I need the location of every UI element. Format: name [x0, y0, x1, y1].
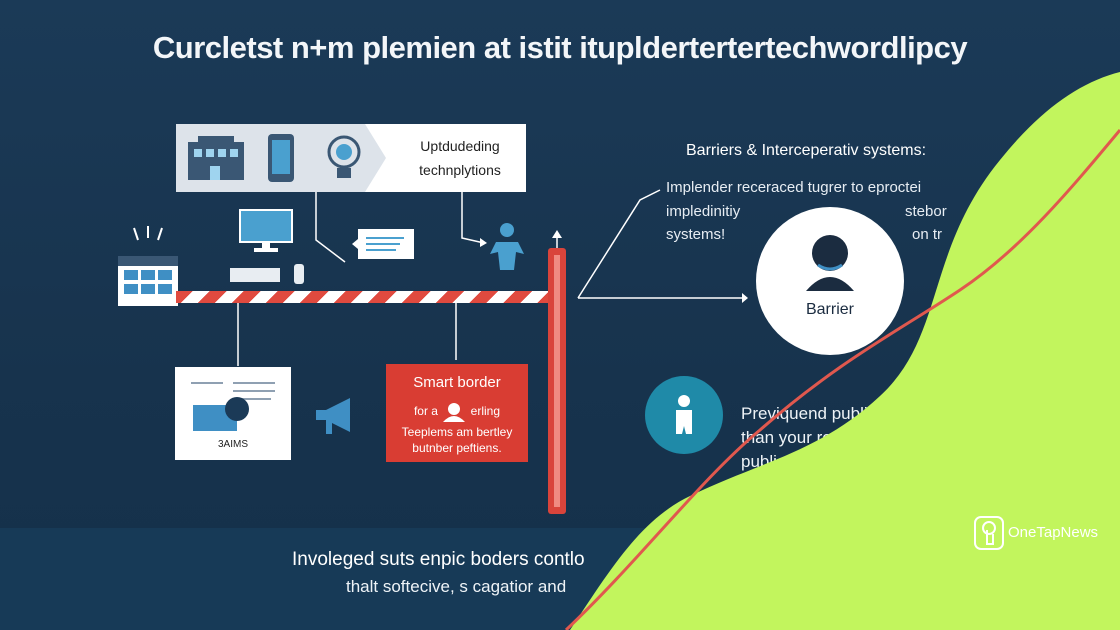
barrier-pole-highlight	[554, 255, 560, 507]
keyboard-icon	[230, 264, 304, 284]
bottom-line-1: Involeged suts enpic boders contlo	[292, 549, 585, 570]
right-line-2: impledinitiy	[666, 203, 741, 220]
card-line-1: Uptdudeding	[420, 138, 500, 154]
smart-border-line-3: butnber peftiens.	[412, 441, 502, 455]
smart-border-line-2: Teeplems am bertley	[401, 425, 513, 439]
barrier-bar	[176, 291, 548, 303]
document-label: 3AIMS	[217, 439, 248, 450]
building-icon	[188, 136, 244, 180]
page-title: Curcletst n+m plemien at istit itupldert…	[152, 30, 968, 65]
person-icon	[490, 223, 524, 270]
user-icon	[443, 403, 466, 422]
document-icon	[191, 382, 275, 431]
brand-logo[interactable]: OneTapNews	[1008, 524, 1099, 541]
phone-icon	[268, 134, 294, 182]
card-line-2: technplytions	[419, 162, 501, 178]
lightbulb-icon	[327, 135, 361, 178]
monitor-icon	[239, 209, 293, 252]
right-title: Barriers & Interceperativ systems:	[686, 142, 927, 159]
person-circle	[645, 376, 723, 454]
smart-border-line-1b: erling	[470, 404, 501, 419]
right-line-1: Implender receraced tugrer to eproctei	[666, 179, 922, 196]
tap-hand-icon	[974, 516, 1004, 550]
smart-border-line-1a: for a	[413, 404, 438, 419]
connector-line	[577, 189, 661, 299]
technology-card: Uptdudeding technplytions	[176, 124, 526, 192]
person-icon	[676, 395, 692, 434]
right-line-4: systems!	[666, 226, 726, 243]
smart-border-title: Smart border	[413, 374, 501, 391]
chat-bubble-icon	[352, 229, 414, 259]
barrier-circle-label: Barrier	[805, 301, 854, 318]
calendar-icon	[118, 226, 178, 306]
red-curve-line	[564, 129, 1120, 630]
right-line-3: stebor	[905, 203, 947, 220]
right-line-5: on tr	[912, 226, 943, 243]
connector-line	[315, 192, 346, 263]
megaphone-icon	[316, 398, 350, 434]
document-card: 3AIMS	[175, 367, 291, 460]
user-avatar-icon	[806, 235, 854, 291]
bottom-line-2: thalt softecive, s cagatior and	[346, 577, 567, 596]
barrier-circle: Barrier	[756, 207, 904, 355]
connector-line	[461, 192, 485, 244]
smart-border-card: Smart border for a erling Teeplems am be…	[386, 364, 528, 462]
